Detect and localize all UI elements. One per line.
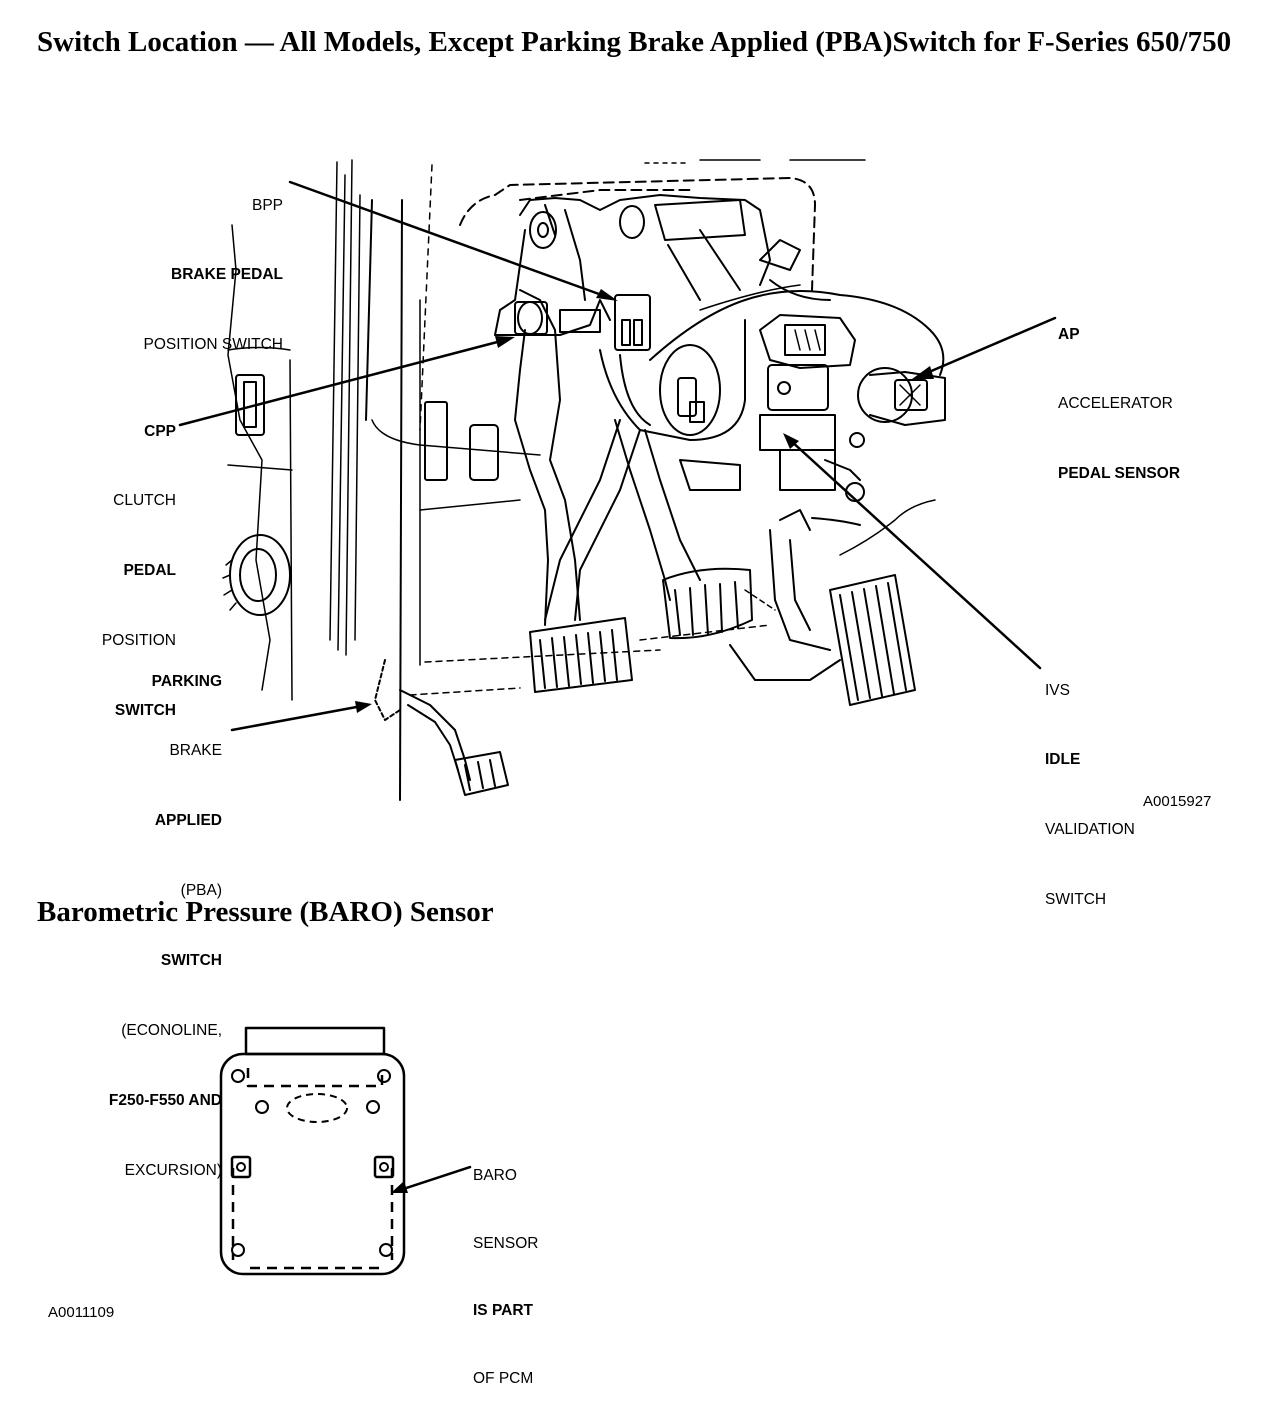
ivs-label: IVS IDLE VALIDATION SWITCH bbox=[1045, 632, 1135, 935]
pba-label-line: SWITCH bbox=[160, 952, 222, 970]
page-title-switch-location: Switch Location — All Models, Except Par… bbox=[37, 26, 1232, 58]
ap-label: AP ACCELERATOR PEDAL SENSOR bbox=[1058, 276, 1180, 509]
figure-ref-pedal: A0015927 bbox=[1143, 793, 1212, 810]
baro-label: BARO SENSOR IS PART OF PCM bbox=[473, 1120, 538, 1413]
figure-ref-baro: A0011109 bbox=[48, 1304, 115, 1321]
ivs-label-line: IDLE bbox=[1045, 751, 1081, 769]
cpp-label-line: PEDAL bbox=[123, 562, 176, 580]
cpp-label-line: POSITION bbox=[101, 632, 176, 650]
pba-label-line: PARKING bbox=[151, 672, 222, 690]
baro-label-line: SENSOR bbox=[473, 1234, 539, 1252]
cpp-label-line: CPP bbox=[144, 422, 176, 440]
pba-label-line: F250-F550 AND bbox=[108, 1091, 222, 1109]
pba-label-line: EXCURSION) bbox=[124, 1161, 222, 1179]
pba-label-line: BRAKE bbox=[169, 742, 222, 760]
cpp-label-line: SWITCH bbox=[114, 702, 176, 720]
ivs-label-line: SWITCH bbox=[1045, 891, 1107, 909]
cpp-label-line: CLUTCH bbox=[113, 492, 176, 510]
bpp-label-line: POSITION SWITCH bbox=[143, 336, 284, 354]
ap-label-line: AP bbox=[1058, 325, 1080, 343]
section-title-baro: Barometric Pressure (BARO) Sensor bbox=[37, 896, 494, 928]
baro-label-line: OF PCM bbox=[473, 1369, 534, 1387]
bpp-label-line: BRAKE PEDAL bbox=[171, 266, 283, 284]
bpp-label: BPP BRAKE PEDAL POSITION SWITCH bbox=[95, 147, 284, 380]
ap-label-line: ACCELERATOR bbox=[1058, 395, 1173, 413]
pba-label-line: (ECONOLINE, bbox=[121, 1022, 222, 1040]
pba-label: PARKING BRAKE APPLIED (PBA) SWITCH (ECON… bbox=[62, 623, 222, 1205]
cpp-label: CPP CLUTCH PEDAL POSITION SWITCH bbox=[70, 373, 176, 746]
pedal-assembly-diagram bbox=[178, 159, 1057, 1276]
ap-label-line: PEDAL SENSOR bbox=[1058, 465, 1181, 483]
baro-label-line: BARO bbox=[473, 1167, 517, 1184]
baro-label-line: IS PART bbox=[473, 1302, 533, 1319]
ivs-label-line: IVS bbox=[1045, 681, 1070, 699]
bpp-label-line: BPP bbox=[251, 196, 283, 214]
pba-label-line: (PBA) bbox=[180, 882, 222, 900]
ivs-label-line: VALIDATION bbox=[1045, 821, 1135, 839]
pba-label-line: APPLIED bbox=[154, 812, 222, 830]
